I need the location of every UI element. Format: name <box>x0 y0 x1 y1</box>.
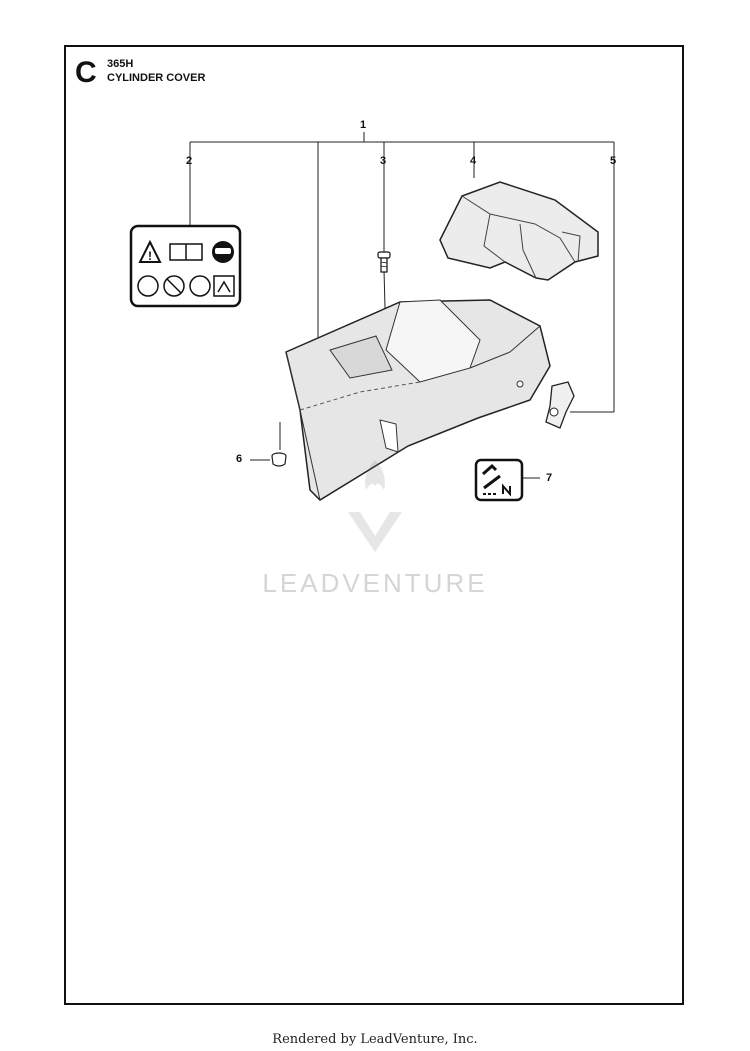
clip <box>545 381 575 429</box>
watermark-logo <box>348 460 402 552</box>
footer-credit: Rendered by LeadVenture, Inc. <box>272 1032 478 1047</box>
cylinder-cover <box>285 299 551 501</box>
diagram-frame <box>64 45 684 1005</box>
callout-6: 6 <box>236 453 243 465</box>
watermark-text: LEADVENTURE <box>262 568 487 598</box>
diagram-title: CYLINDER COVER <box>107 72 206 84</box>
section-letter: C <box>75 56 97 89</box>
warning-decal: ! <box>129 224 242 308</box>
callout-4: 4 <box>470 155 477 167</box>
upper-cover <box>439 181 599 281</box>
callout-3: 3 <box>380 155 387 167</box>
screw <box>377 251 391 273</box>
choke-decal <box>474 458 524 502</box>
callout-1: 1 <box>360 119 367 131</box>
callout-5: 5 <box>610 155 617 167</box>
callout-7: 7 <box>546 472 553 484</box>
svg-text:!: ! <box>148 249 152 263</box>
grommet <box>271 452 287 467</box>
callout-2: 2 <box>186 155 193 167</box>
leader-lines <box>189 132 615 479</box>
model-number: 365H <box>107 58 134 70</box>
